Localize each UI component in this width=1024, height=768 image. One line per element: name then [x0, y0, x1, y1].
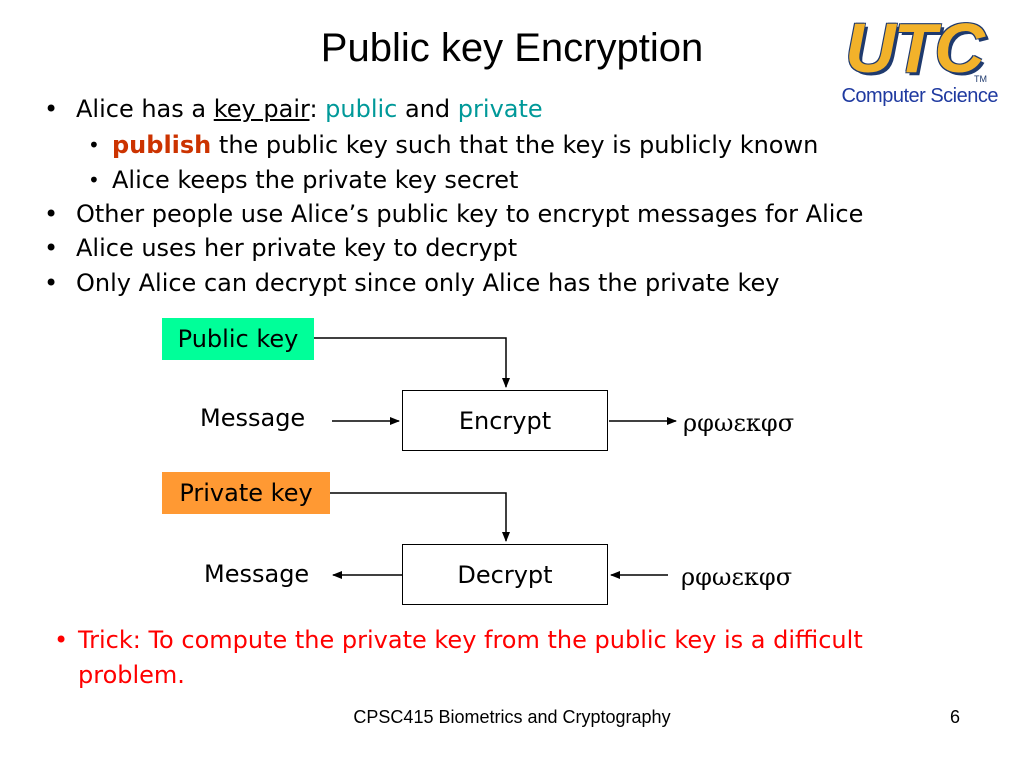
sub-bullet-publish: publish the public key such that the key…	[112, 130, 818, 160]
bullet-only-alice: Only Alice can decrypt since only Alice …	[76, 269, 780, 297]
page-number: 6	[950, 707, 961, 727]
private-key-label: Private key	[162, 472, 330, 514]
bullet-dot-icon: •	[44, 269, 59, 297]
bullet-key-pair: Alice has a key pair: public and private	[76, 94, 543, 124]
logo-caption: Computer Science	[841, 85, 998, 107]
ciphertext-input: ρφωεκφσ	[681, 563, 793, 591]
message-output-label: Message	[204, 560, 310, 588]
trick-line-2: problem.	[78, 661, 185, 689]
public-term: public	[325, 95, 398, 123]
footer-course: CPSC415 Biometrics and Cryptography	[353, 707, 671, 727]
bullet-dot-icon: •	[44, 234, 59, 262]
bullet-text: :	[309, 95, 326, 123]
bullet-dot-icon: •	[54, 626, 69, 654]
trick-line-1: Trick: To compute the private key from t…	[78, 626, 863, 654]
sub-bullet-secret: Alice keeps the private key secret	[112, 166, 519, 194]
private-term: private	[457, 95, 543, 123]
bullet-text: the public key such that the key is publ…	[211, 131, 819, 159]
publish-term: publish	[112, 131, 212, 159]
ciphertext-output: ρφωεκφσ	[683, 409, 795, 437]
message-input-label: Message	[200, 404, 306, 432]
bullet-dot-icon: •	[44, 95, 59, 123]
public-key-label: Public key	[162, 318, 314, 360]
sub-bullet-dot-icon: •	[88, 168, 100, 192]
bullet-dot-icon: •	[44, 200, 59, 228]
slide-title: Public key Encryption	[320, 26, 704, 70]
utc-logo: UTC	[845, 9, 985, 87]
bullet-alice-decrypt: Alice uses her private key to decrypt	[76, 234, 518, 262]
logo-trademark: TM	[974, 74, 987, 84]
public-key-arrow	[314, 337, 510, 388]
encrypt-box: Encrypt	[402, 390, 608, 451]
sub-bullet-dot-icon: •	[88, 133, 100, 157]
bullet-others-encrypt: Other people use Alice’s public key to e…	[76, 200, 864, 228]
bullet-text: and	[397, 95, 458, 123]
private-key-arrow	[330, 492, 510, 542]
key-pair-term: key pair	[213, 95, 310, 123]
decrypt-box: Decrypt	[402, 544, 608, 605]
bullet-text: Alice has a	[76, 95, 214, 123]
